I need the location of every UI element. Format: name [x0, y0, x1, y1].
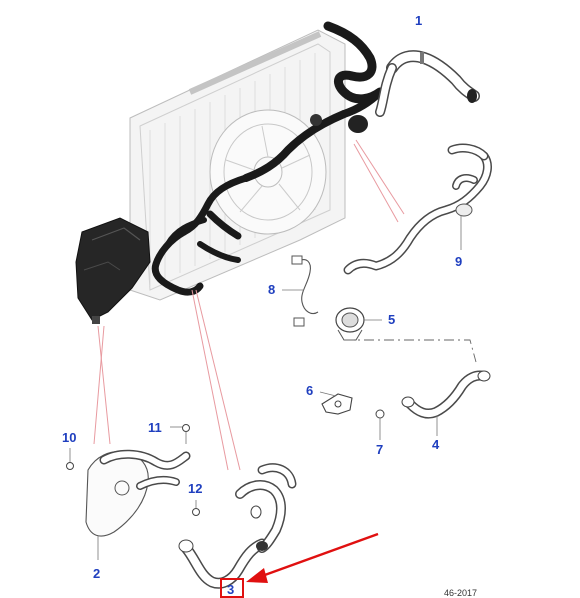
- part-2-pipe-assembly: [85, 449, 191, 560]
- part-5-pump: [335, 307, 382, 341]
- part-3-lower-hose: [178, 463, 297, 589]
- part-6-bracket: [319, 391, 353, 415]
- part-1-upper-hose: [375, 50, 480, 117]
- callout-11: 11: [148, 420, 162, 435]
- part-10-bolt: [66, 448, 74, 470]
- leader-lines: [93, 139, 405, 471]
- callout-5: 5: [388, 312, 395, 327]
- callout-3: 3: [227, 582, 234, 597]
- callout-12: 12: [188, 481, 202, 496]
- part-8-harness: [282, 255, 319, 327]
- part-7-bolt: [375, 409, 385, 440]
- coolant-tank-bracket: [75, 217, 151, 324]
- callout-6: 6: [306, 383, 313, 398]
- upper-dark-hoses: [151, 21, 385, 296]
- part-9-hose: [343, 143, 492, 275]
- diagram-reference-code: 46-2017: [444, 588, 477, 598]
- callout-8: 8: [268, 282, 275, 297]
- part-11-bolt: [170, 424, 190, 444]
- highlight-arrow-icon: [246, 532, 379, 583]
- part-4-hose: [401, 370, 491, 436]
- callout-9: 9: [455, 254, 462, 269]
- highlight-box: [220, 578, 244, 598]
- callout-2: 2: [93, 566, 100, 581]
- callout-1: 1: [415, 13, 422, 28]
- assembly-dashline: [344, 339, 477, 363]
- callout-4: 4: [432, 437, 440, 452]
- part-12-bolt: [192, 500, 200, 516]
- callout-10: 10: [62, 430, 76, 445]
- callout-7: 7: [376, 442, 383, 457]
